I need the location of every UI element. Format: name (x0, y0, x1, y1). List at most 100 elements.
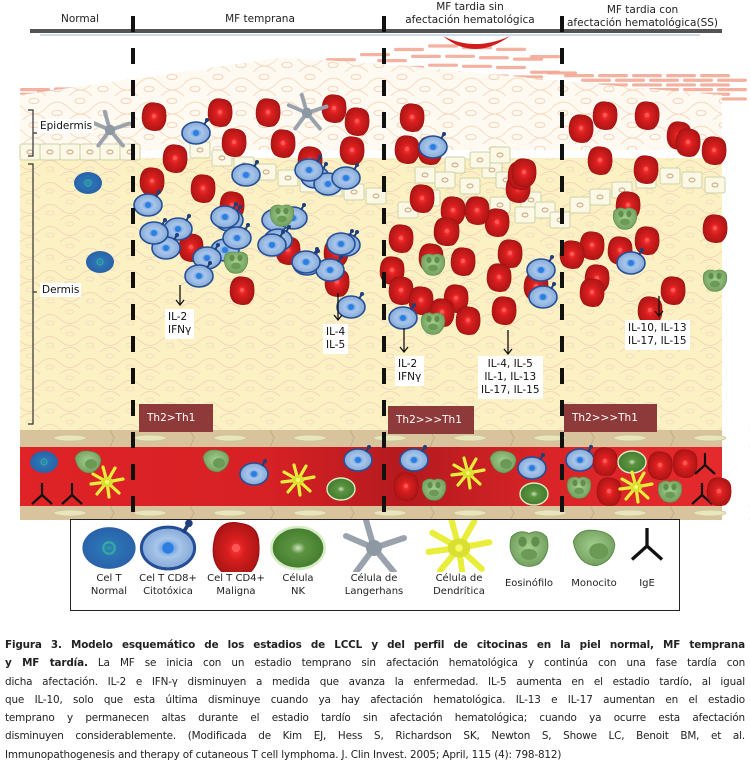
malignant-cd4-t-cell (491, 296, 517, 326)
malignant-cd4-t-cell (511, 158, 537, 188)
corneum-fiber (377, 59, 407, 63)
normal-t-cell-icon (81, 525, 137, 571)
endothelial-border (349, 429, 355, 448)
cytokine-line: IFNγ (398, 371, 422, 383)
endothelial-border (509, 505, 515, 521)
divider-dash (560, 240, 564, 256)
caption-line: que IL-10, solo que esta última disminuy… (5, 693, 745, 706)
normal-t-cell (85, 250, 115, 274)
cytokine-line: IL-17, IL-15 (481, 384, 540, 396)
corneum-fiber (496, 65, 526, 70)
malignant-cd4-t-cell (388, 224, 414, 254)
malignant-cd4-t-cell (190, 174, 216, 204)
endothelial-nucleus (453, 509, 487, 517)
malignant-cd4-t-cell (672, 449, 698, 479)
langerhans-cell-icon (331, 520, 417, 572)
caption-line: Immunopathogenesis and therapy of cutane… (5, 748, 562, 761)
cd8-cytotoxic-t-cell-icon (139, 517, 197, 571)
legend-label-line: Eosinófilo (504, 578, 554, 589)
divider-dash (131, 240, 135, 256)
pautrier-microabscess (443, 36, 510, 49)
malignant-cd4-t-cell (579, 278, 605, 308)
arrow-head (503, 348, 513, 356)
legend-item: Cel T CD4+Maligna (203, 520, 269, 610)
malignant-cd4-t-cell (596, 477, 622, 507)
th-ratio-badge-ss: Th2>>>Th1 (564, 404, 657, 432)
divider-dash (560, 272, 564, 288)
divider-dash (382, 432, 386, 448)
malignant-cd4-t-cell (486, 263, 512, 293)
ige-icon (630, 526, 664, 562)
divider-dash (560, 144, 564, 160)
divider-dash (382, 208, 386, 224)
vessel-wall-bottom (20, 506, 722, 520)
stage-label-normal: Normal (61, 13, 99, 25)
normal-t-cell (73, 171, 103, 195)
endothelial-border (109, 505, 115, 521)
divider-dash (131, 336, 135, 352)
endothelial-border (269, 505, 275, 521)
divider-dash (560, 368, 564, 384)
figure-caption: Figura 3. Modelo esquemático de los esta… (5, 636, 745, 764)
legend-item: Eosinófilo (499, 520, 559, 610)
divider-dash (131, 16, 135, 32)
divider-dash (131, 144, 135, 160)
skin-scene (19, 16, 750, 521)
divider-dash (382, 240, 386, 256)
endothelial-nucleus (213, 434, 247, 442)
divider-dash (131, 208, 135, 224)
endothelial-nucleus (293, 509, 327, 517)
malignant-cd4-t-cell (633, 155, 659, 185)
caption-line: temprano y permanecen altas durante el e… (5, 712, 745, 725)
endothelial-nucleus (533, 434, 567, 442)
legend-item: IgE (627, 520, 667, 610)
corneum-fiber (700, 74, 730, 78)
cytokines-late-cd4: IL-4, IL-5 IL-1, IL-13 IL-17, IL-15 (478, 356, 543, 399)
cytokine-line: IL-2 (168, 311, 188, 323)
caption-line: y MF tardía. La MF se inicia con un esta… (5, 654, 745, 672)
legend-label: Monocito (561, 577, 627, 590)
malignant-cd4-t-cell (162, 144, 188, 174)
epidermis-bracket (28, 109, 37, 157)
basal-keratinocyte (704, 176, 726, 194)
endothelial-nucleus (373, 434, 407, 442)
basal-keratinocyte (589, 188, 611, 206)
malignant-cd4-t-cell (568, 114, 594, 144)
malignant-cd4-t-cell (592, 447, 618, 477)
divider-dash (560, 464, 564, 480)
basal-keratinocyte (19, 143, 41, 161)
stage-label-line: MF tardia con (606, 4, 679, 16)
stage-label-line: MF tardia sin (436, 1, 504, 13)
divider-dash (560, 400, 564, 416)
endothelial-nucleus (613, 509, 647, 517)
basal-keratinocyte (414, 166, 436, 184)
dermis-layer (20, 158, 722, 430)
corneum-fiber (683, 88, 713, 92)
corneum-fiber (496, 47, 526, 51)
legend-item: Cel T CD8+Citotóxica (137, 517, 199, 610)
divider-dash (131, 304, 135, 320)
divider-dash (382, 464, 386, 480)
legend-label-line: Maligna (216, 586, 256, 597)
corneum-fiber (632, 74, 662, 78)
divider-dash (131, 400, 135, 416)
legend-label: Cel T CD8+Citotóxica (137, 572, 199, 598)
divider-dash (131, 464, 135, 480)
corneum-fiber (326, 58, 356, 62)
malignant-cd4-t-cell (344, 107, 370, 137)
cytokines-ss-cd4: IL-10, IL-13 IL-17, IL-15 (625, 320, 690, 350)
epidermis-layer (20, 58, 722, 150)
arrow-head (175, 299, 185, 307)
endothelial-nucleus (53, 509, 87, 517)
cytokine-line: IL-1, IL-13 (484, 371, 537, 383)
basal-keratinocyte (459, 177, 481, 195)
basal-keratinocyte (659, 167, 681, 185)
basal-keratinocyte (59, 143, 81, 161)
cytokines-late-cd8: IL-2 IFNγ (395, 356, 425, 386)
corneum-fiber (717, 88, 747, 92)
endothelial-border (589, 505, 595, 521)
legend-label-line: Monocito (571, 578, 617, 589)
malignant-cd4-t-cell (229, 276, 255, 306)
